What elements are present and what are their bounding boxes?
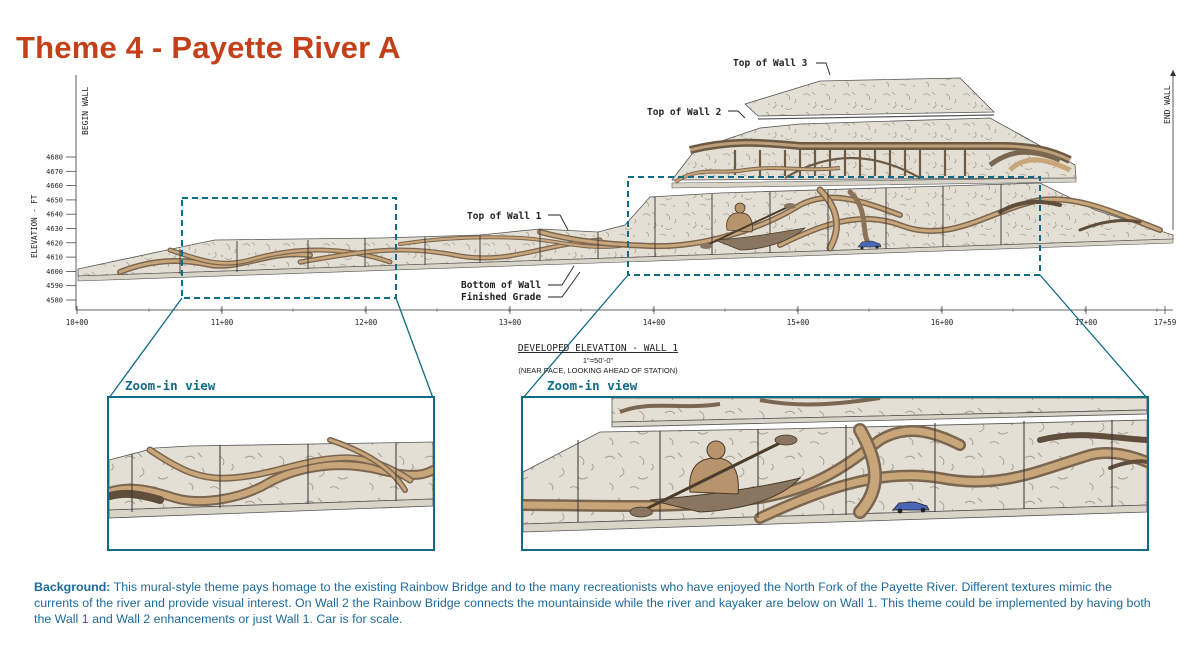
- elevation-tick-label: 4630: [46, 225, 63, 233]
- station-tick-label: 11+00: [211, 318, 234, 327]
- zoom-panel-2: [521, 396, 1149, 551]
- end-wall-label: END WALL: [1163, 85, 1172, 124]
- zoom-panel-1: [107, 396, 435, 551]
- station-tick-label: 12+00: [355, 318, 378, 327]
- callout-finished-grade: Finished Grade: [461, 292, 541, 303]
- elevation-caption-note: (NEAR FACE, LOOKING AHEAD OF STATION): [518, 366, 678, 375]
- wall-2: [671, 117, 1077, 189]
- background-text: This mural-style theme pays homage to th…: [34, 580, 1151, 626]
- background-label: Background:: [34, 580, 111, 594]
- elevation-caption-title: DEVELOPED ELEVATION - WALL 1: [518, 343, 678, 354]
- zoom-label-right: Zoom-in view: [547, 378, 638, 393]
- callout-top-wall-2: Top of Wall 2: [647, 107, 721, 118]
- page-title: Theme 4 - Payette River A: [16, 30, 401, 65]
- elevation-tick-label: 4650: [46, 196, 63, 204]
- elevation-axis-label: ELEVATION - FT: [30, 194, 39, 258]
- callout-top-wall-1: Top of Wall 1: [467, 211, 542, 222]
- elevation-tick-label: 4600: [46, 268, 63, 276]
- car-for-scale: [857, 240, 882, 250]
- zoom-region-1: [181, 197, 397, 299]
- background-note: Background: This mural-style theme pays …: [34, 579, 1154, 627]
- station-tick-label: 15+00: [787, 318, 810, 327]
- kayaker-zoom: [629, 434, 802, 518]
- elevation-tick-label: 4670: [46, 168, 63, 176]
- station-tick-label: 17+00: [1075, 318, 1098, 327]
- station-tick-label: 17+59: [1154, 318, 1177, 327]
- elevation-tick-label: 4680: [46, 154, 63, 162]
- station-tick-label: 14+00: [643, 318, 666, 327]
- begin-wall-label: BEGIN WALL: [81, 87, 90, 135]
- elevation-tick-label: 4590: [46, 282, 63, 290]
- station-ticks: 10+00 11+00 12+00 13+00 14+00 15+00 16+00 17+00…: [66, 306, 1177, 327]
- zoom-region-2: [627, 176, 1041, 276]
- elevation-tick-label: 4580: [46, 297, 63, 305]
- station-tick-label: 13+00: [499, 318, 522, 327]
- wall-3: [744, 77, 995, 120]
- elevation-tick-label: 4620: [46, 239, 63, 247]
- elevation-tick-label: 4660: [46, 182, 63, 190]
- zoom-label-left: Zoom-in view: [125, 378, 216, 393]
- elevation-ticks: 4680 4670 4660 4650 4640 4630 4620 4610 4600 4590…: [46, 154, 76, 305]
- elevation-caption-scale: 1"=50'-0": [583, 356, 614, 365]
- kayaker-figure: [700, 202, 807, 251]
- station-tick-label: 10+00: [66, 318, 89, 327]
- car-zoom: [892, 501, 930, 514]
- elevation-tick-label: 4640: [46, 211, 63, 219]
- callout-top-wall-3: Top of Wall 3: [733, 58, 808, 69]
- wall-1: [77, 182, 1174, 282]
- station-tick-label: 16+00: [931, 318, 954, 327]
- elevation-tick-label: 4610: [46, 254, 63, 262]
- callout-bottom-wall: Bottom of Wall: [461, 280, 541, 291]
